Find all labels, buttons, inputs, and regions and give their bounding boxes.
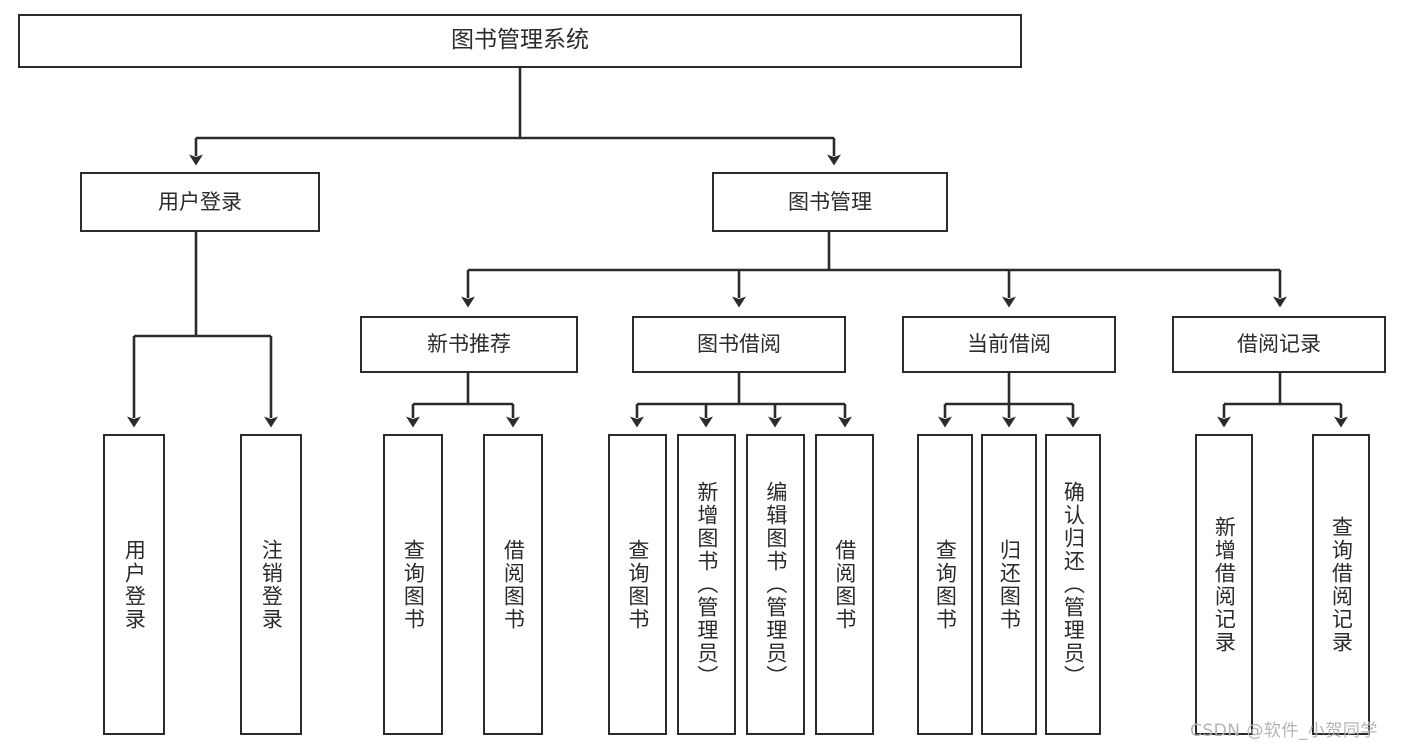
leaf-query-book-2[interactable]: 查询图书 — [608, 434, 667, 735]
leaf-add-record-label: 新增借阅记录 — [1212, 515, 1237, 654]
node-current-borrow[interactable]: 当前借阅 — [902, 316, 1116, 373]
node-root[interactable]: 图书管理系统 — [18, 14, 1022, 68]
leaf-confirm-return-label: 确认归还（管理员） — [1061, 481, 1086, 688]
leaf-add-book[interactable]: 新增图书（管理员） — [677, 434, 736, 735]
leaf-query-book-1-label: 查询图书 — [401, 538, 426, 631]
node-new-book-recommend[interactable]: 新书推荐 — [360, 316, 578, 373]
leaf-query-book-2-label: 查询图书 — [625, 538, 650, 631]
node-borrow-record-label: 借阅记录 — [1237, 332, 1321, 357]
csdn-watermark: CSDN @软件_小贺同学 — [1190, 721, 1378, 741]
leaf-return-book[interactable]: 归还图书 — [981, 434, 1037, 735]
leaf-user-login[interactable]: 用户登录 — [103, 434, 165, 735]
node-current-borrow-label: 当前借阅 — [967, 332, 1051, 357]
leaf-user-login-label: 用户登录 — [122, 538, 147, 631]
leaf-query-record[interactable]: 查询借阅记录 — [1312, 434, 1370, 735]
leaf-return-book-label: 归还图书 — [997, 538, 1022, 631]
node-user-login-label: 用户登录 — [158, 189, 242, 214]
node-book-borrow-label: 图书借阅 — [697, 332, 781, 357]
leaf-edit-book-label: 编辑图书（管理员） — [763, 481, 788, 688]
leaf-query-book-3[interactable]: 查询图书 — [917, 434, 973, 735]
leaf-borrow-book-1-label: 借阅图书 — [501, 538, 526, 631]
node-root-label: 图书管理系统 — [451, 27, 589, 54]
node-user-login[interactable]: 用户登录 — [80, 172, 320, 232]
node-book-manage-label: 图书管理 — [788, 189, 872, 214]
node-book-manage[interactable]: 图书管理 — [712, 172, 948, 232]
leaf-query-book-1[interactable]: 查询图书 — [383, 434, 443, 735]
leaf-edit-book[interactable]: 编辑图书（管理员） — [746, 434, 805, 735]
leaf-query-record-label: 查询借阅记录 — [1329, 515, 1354, 654]
leaf-query-book-3-label: 查询图书 — [933, 538, 958, 631]
node-borrow-record[interactable]: 借阅记录 — [1172, 316, 1386, 373]
leaf-user-logout[interactable]: 注销登录 — [240, 434, 302, 735]
leaf-borrow-book-2[interactable]: 借阅图书 — [815, 434, 874, 735]
leaf-borrow-book-2-label: 借阅图书 — [832, 538, 857, 631]
leaf-confirm-return[interactable]: 确认归还（管理员） — [1045, 434, 1101, 735]
leaf-borrow-book-1[interactable]: 借阅图书 — [483, 434, 543, 735]
node-new-book-recommend-label: 新书推荐 — [427, 332, 511, 357]
node-book-borrow[interactable]: 图书借阅 — [632, 316, 846, 373]
leaf-add-record[interactable]: 新增借阅记录 — [1195, 434, 1253, 735]
leaf-user-logout-label: 注销登录 — [259, 538, 284, 631]
leaf-add-book-label: 新增图书（管理员） — [694, 481, 719, 688]
